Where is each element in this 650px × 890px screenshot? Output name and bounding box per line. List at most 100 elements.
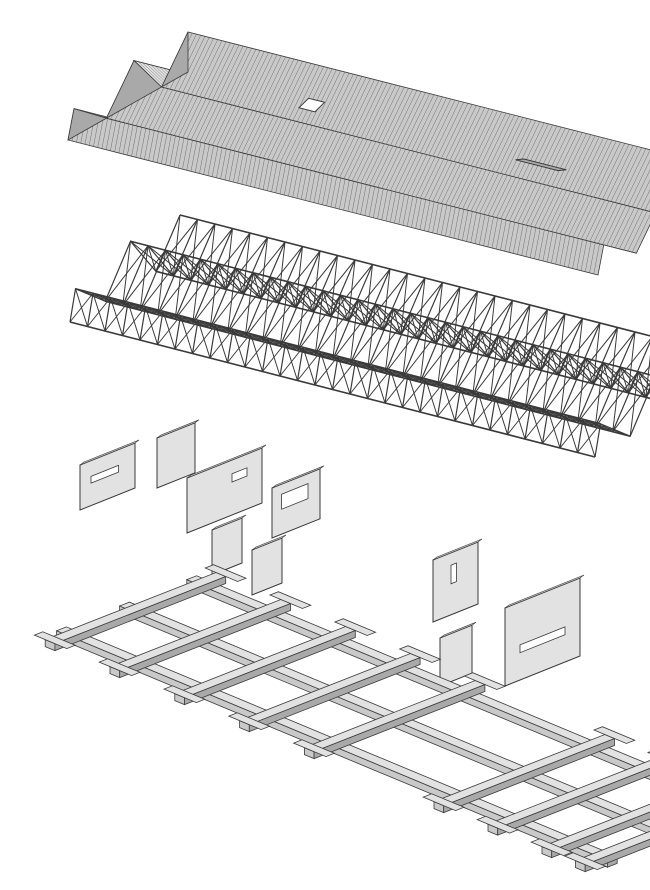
roof-corrugation [644,199,650,211]
roof-corrugation [462,209,469,241]
truss-diagonal [602,362,612,389]
roof-corrugation [199,41,227,97]
truss-diagonal [75,288,88,327]
roof-corrugation [305,68,333,124]
truss-chord [130,240,650,376]
truss-frame [471,318,584,426]
roof-corrugation [449,105,477,161]
roof-corrugation [504,219,511,252]
roof-corrugation [245,153,253,186]
truss-diagonal [594,362,604,428]
roof-corrugation [203,42,231,98]
roof-corrugation [110,119,117,151]
roof-corrugation [534,227,541,259]
truss-frame [156,237,269,345]
roof-corrugation [381,188,388,220]
truss-diagonal [357,299,367,326]
roof-corrugation [195,140,202,173]
truss-diagonal [180,315,193,354]
roof-corrugation [475,111,502,167]
roof-corrugation [360,183,367,215]
roof-corrugation [301,167,308,200]
truss-frame [576,370,650,453]
truss-frame [506,327,619,435]
roof-corrugation [122,122,130,155]
roof-corrugation [377,187,384,219]
roof-corrugation [526,124,553,180]
truss-frame [384,295,496,404]
truss-frame [331,282,444,390]
truss-frame [489,322,601,431]
roof-corrugation [504,119,532,175]
roof-corrugation [627,204,650,252]
truss-frame [209,250,321,359]
roof-skylight [298,97,326,113]
roof-corrugation [559,233,567,266]
truss-diagonal [462,326,472,353]
wall-panels [79,419,585,687]
truss-frame [314,277,426,386]
truss-diagonal [157,250,166,315]
truss-frame [541,340,650,444]
roof-corrugation [513,121,541,177]
truss-diagonal [407,374,421,413]
truss-diagonal [402,313,411,378]
roof-corrugation [309,170,316,202]
roof-corrugation [390,190,397,223]
roof-corrugation [394,91,422,147]
roof-corrugation [152,130,159,162]
truss-diagonal [445,322,454,348]
roof-corrugation [521,224,528,256]
roof-corrugation [440,203,448,236]
roof-corrugation [233,50,261,106]
truss-diagonal [530,405,543,444]
roof-corrugation [428,99,456,156]
roof-corrugation [445,104,473,160]
roof-corrugation [585,139,613,196]
roof-corrugation [135,125,143,158]
roof-corrugation [284,63,312,119]
roof-corrugation [250,155,257,187]
truss-frame [174,241,286,350]
roof-corrugation [360,82,388,138]
truss-diagonal [460,387,473,426]
truss-diagonal [375,304,384,330]
roof-corrugation [263,57,290,113]
roof-corrugation [279,162,287,195]
truss-diagonal [542,349,551,414]
footing-pad [162,685,206,704]
roof-corrugation [199,142,206,174]
roof-corrugation [186,38,214,94]
wall-panel-top-edge [439,621,477,639]
roof-corrugation [576,238,583,270]
roof-corrugation [280,62,307,118]
truss-diagonal [320,351,333,390]
truss-diagonal [392,308,402,335]
truss-frame [366,291,479,399]
truss-frame [349,286,461,395]
roof-corrugation [343,78,371,134]
roof-corrugation [318,71,346,128]
roof-corrugation [330,175,338,207]
roof-corrugation [479,213,486,245]
roof-corrugation [407,94,435,150]
truss-frame [436,309,549,417]
roof-corrugation [284,163,291,196]
roof-corrugation [581,138,608,194]
roof-corrugation [314,70,341,126]
footing-pad [563,852,607,871]
roof-corrugation [237,51,265,107]
truss-frame [191,246,304,354]
roof-corrugation [428,200,435,232]
truss-frame [261,264,374,372]
truss-diagonal [637,371,647,398]
roof-corrugation [547,130,575,186]
truss-frame [86,219,199,327]
roof-corrugation [233,150,240,183]
footing-pad [292,739,336,758]
roof-corrugation [610,146,638,202]
truss-diagonal [612,367,621,432]
roof-corrugation [525,225,533,257]
footing-pad [398,645,442,663]
